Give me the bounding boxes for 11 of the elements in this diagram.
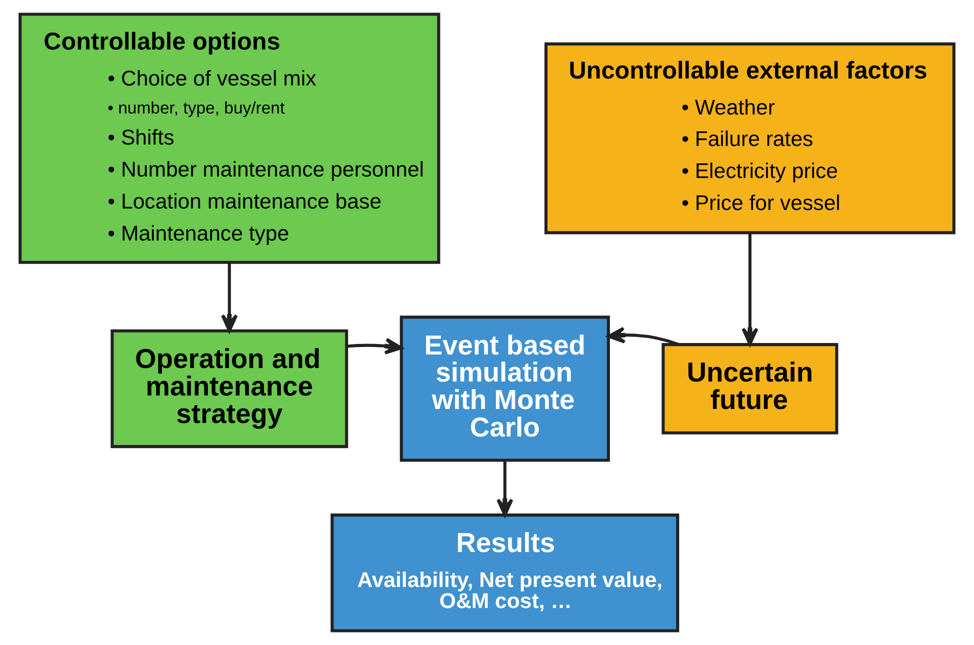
arrow xyxy=(607,326,680,346)
node-box: Results Availability, Net present value, O&M cost, … xyxy=(330,514,680,632)
node-box: Operation and maintenance strategy xyxy=(110,329,348,448)
node-box: Event based simulation with Monte Carlo xyxy=(400,316,610,462)
node-box: Controllable options • Choice of vessel mix • number, type, buy/rent • Shifts • Number maintenance personnel • Location maintenance base • Maintenance type xyxy=(18,12,440,264)
arrow xyxy=(346,338,403,354)
arrow xyxy=(496,460,514,517)
arrow xyxy=(221,262,238,332)
node-box: Uncontrollable external factors • Weather • Failure rates • Electricity price • Price for vessel xyxy=(544,42,956,234)
arrow xyxy=(742,233,758,346)
node-box: Uncertain future xyxy=(662,343,838,434)
